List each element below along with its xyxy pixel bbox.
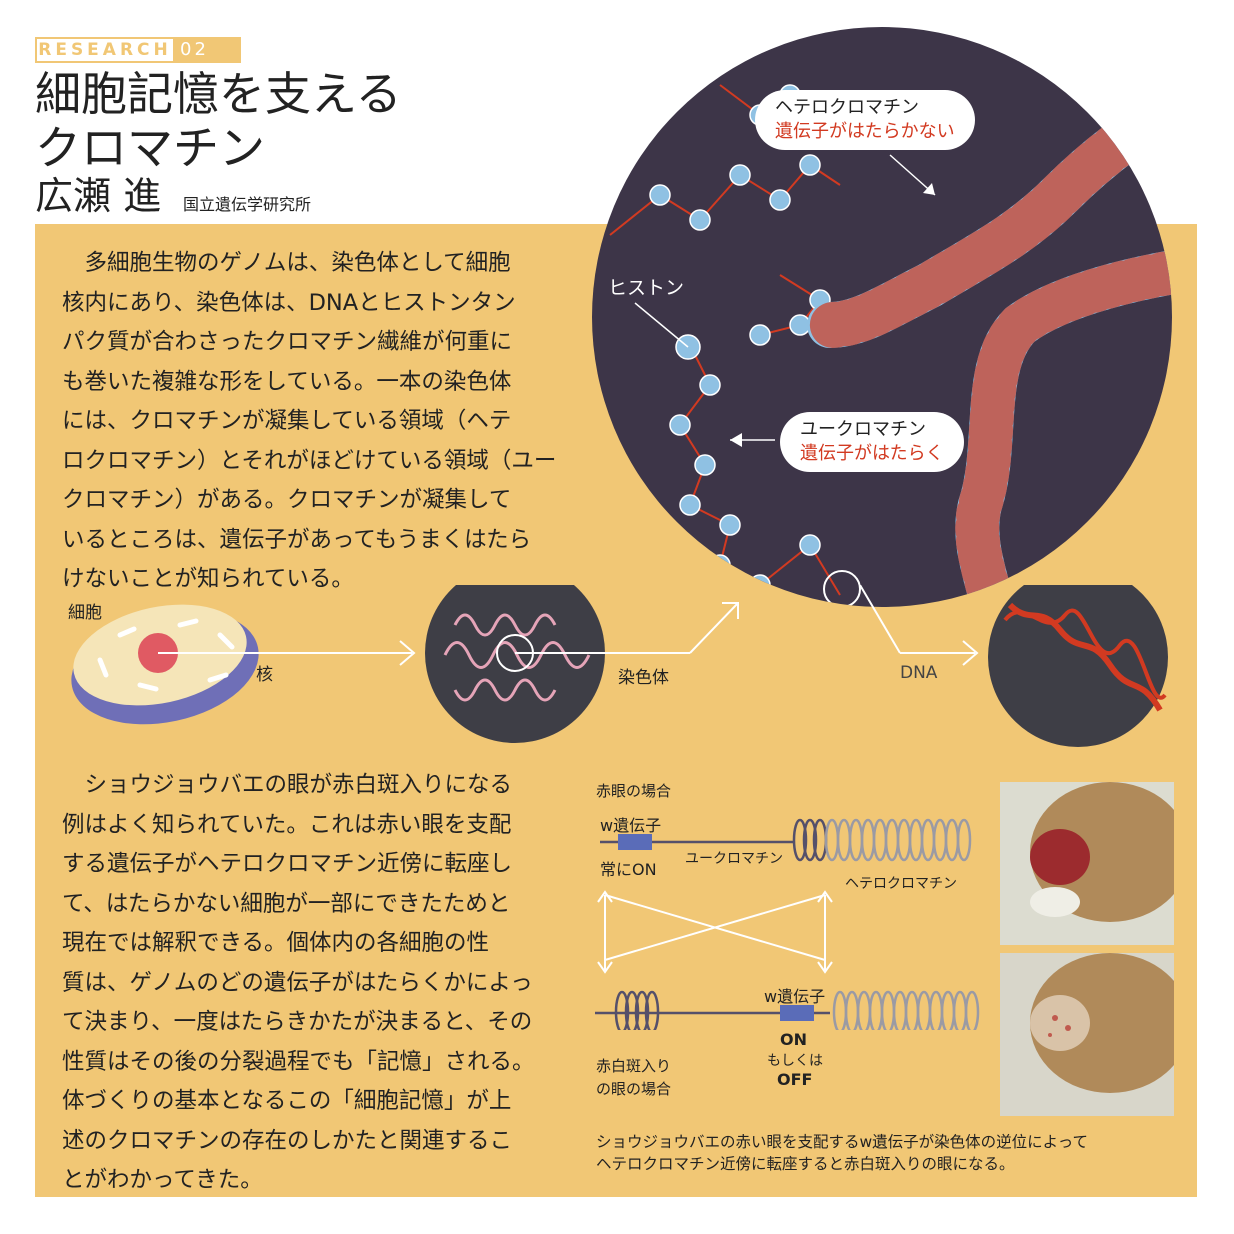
euchromatin-bubble: ユークロマチン 遺伝子がはたらく [780,412,964,472]
page-title-line1: 細胞記憶を支える [35,67,402,121]
off-label: OFF [777,1070,813,1089]
variegated-label-2: の眼の場合 [596,1080,672,1098]
cell-label: 細胞 [68,603,102,623]
red-eye-fly-photo [1000,782,1174,945]
heterochromatin-label: ヘテロクロマチン [775,97,919,118]
w-gene-top-label: w遺伝子 [600,816,662,835]
section-label: RESEARCH [35,37,175,63]
histone-label: ヒストン [608,277,685,299]
page-title-line2: クロマチン [35,121,265,175]
red-eye-case-label: 赤眼の場合 [596,782,672,800]
w-gene-bottom-label: w遺伝子 [764,987,826,1006]
heterochromatin-small-label: ヘテロクロマチン [845,876,957,892]
variegated-eye-fly-photo [1000,953,1174,1116]
chromosome-label: 染色体 [618,668,669,688]
heterochromatin-note: 遺伝子がはたらかない [775,121,955,142]
paragraph-drosophila: ショウジョウバエの眼が赤白斑入りになる 例はよく知られていた。これは赤い眼を支配… [62,772,535,1193]
always-on-label: 常にON [600,860,657,879]
flow-diagram [71,585,1168,747]
heterochromatin-bubble: ヘテロクロマチン 遺伝子がはたらかない [755,90,975,150]
on-label: ON [780,1030,807,1049]
eye-gene-diagram [595,818,980,1030]
author-affiliation: 国立遺伝学研究所 [183,195,312,214]
or-label: もしくは [767,1053,823,1069]
nucleus-label: 核 [256,665,273,685]
euchromatin-label: ユークロマチン [800,419,926,440]
euchromatin-note: 遺伝子がはたらく [800,443,944,464]
figure-caption-2: ヘテロクロマチン近傍に転座すると赤白斑入りの眼になる。 [596,1155,1015,1173]
paragraph-chromatin: 多細胞生物のゲノムは、染色体として細胞 核内にあり、染色体は、DNAとヒストンタ… [62,250,557,592]
author-name: 広瀬 進 [35,174,162,218]
chromatin-illustration [592,27,1172,607]
variegated-label-1: 赤白斑入り [596,1057,672,1075]
euchromatin-small-label: ユークロマチン [685,851,783,867]
figure-caption-1: ショウジョウバエの赤い眼を支配するw遺伝子が染色体の逆位によって [596,1133,1088,1151]
section-number: 02 [180,39,209,60]
dna-label: DNA [900,663,938,683]
